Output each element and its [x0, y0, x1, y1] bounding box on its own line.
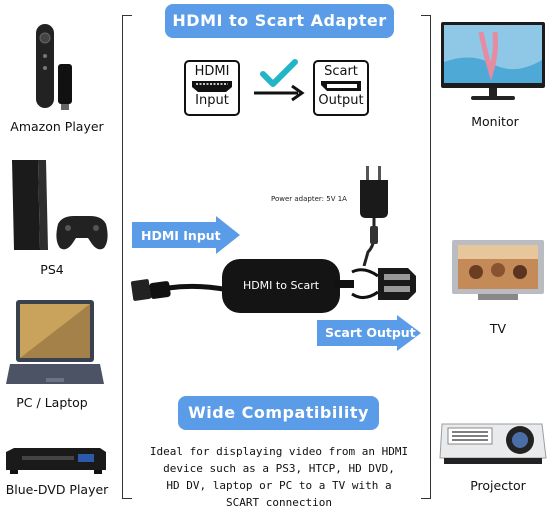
output-label-tv: TV	[489, 321, 507, 336]
source-label-laptop: PC / Laptop	[16, 395, 88, 410]
description: Ideal for displaying video from an HDMI …	[138, 443, 420, 511]
source-label-ps4: PS4	[40, 262, 64, 277]
hdmi-input-label: HDMI Input	[141, 228, 221, 243]
source-label-amazon: Amazon Player	[10, 119, 104, 134]
description-line: SCART connection	[226, 496, 332, 509]
scart-output-bottom-label: Output	[318, 93, 364, 108]
adapter-body	[222, 259, 340, 313]
hdmi-port-icon	[192, 81, 232, 92]
hdmi-input-arrow	[132, 216, 240, 254]
adapter-label: HDMI to Scart	[242, 279, 320, 292]
scart-output-top-label: Scart	[324, 64, 358, 79]
compat-banner: Wide Compatibility	[178, 396, 379, 430]
laptop-icon	[6, 300, 104, 384]
hdmi-input-bottom-label: Input	[195, 93, 229, 108]
scart-output-box: Scart Output	[313, 60, 369, 116]
dvd-player-icon	[6, 448, 106, 474]
scart-port-icon	[321, 81, 361, 91]
page-title: HDMI to Scart Adapter	[172, 11, 387, 30]
description-line: Ideal for displaying video from an HDMI	[149, 445, 409, 458]
power-adapter-icon	[360, 166, 388, 266]
right-bracket	[421, 15, 431, 499]
source-label-dvd: Blue-DVD Player	[5, 482, 109, 497]
right-arrow-icon	[254, 84, 305, 102]
output-label-monitor: Monitor	[471, 114, 519, 129]
hdmi-cable-icon	[130, 279, 228, 301]
check-icon	[260, 59, 298, 87]
scart-output-arrow	[317, 315, 421, 351]
ps4-console-icon	[12, 160, 108, 250]
scart-output-label: Scart Output	[325, 325, 416, 340]
tv-icon	[452, 240, 544, 300]
left-bracket	[122, 15, 132, 499]
description-line: device such as a PS3, HTCP, HD DVD,	[163, 462, 395, 475]
monitor-icon	[441, 22, 545, 100]
hdmi-input-top-label: HDMI	[194, 64, 230, 79]
fire-stick-icon	[36, 24, 72, 110]
projector-icon	[439, 423, 547, 464]
output-label-projector: Projector	[470, 478, 526, 493]
hdmi-input-box: HDMI Input	[184, 60, 240, 116]
description-line: HD DV, laptop or PC to a TV with a	[166, 479, 392, 492]
compat-title: Wide Compatibility	[188, 403, 369, 422]
title-banner: HDMI to Scart Adapter	[165, 4, 394, 38]
power-adapter-label: Power adapter: 5V 1A	[271, 195, 347, 203]
scart-connector-icon	[334, 268, 416, 300]
